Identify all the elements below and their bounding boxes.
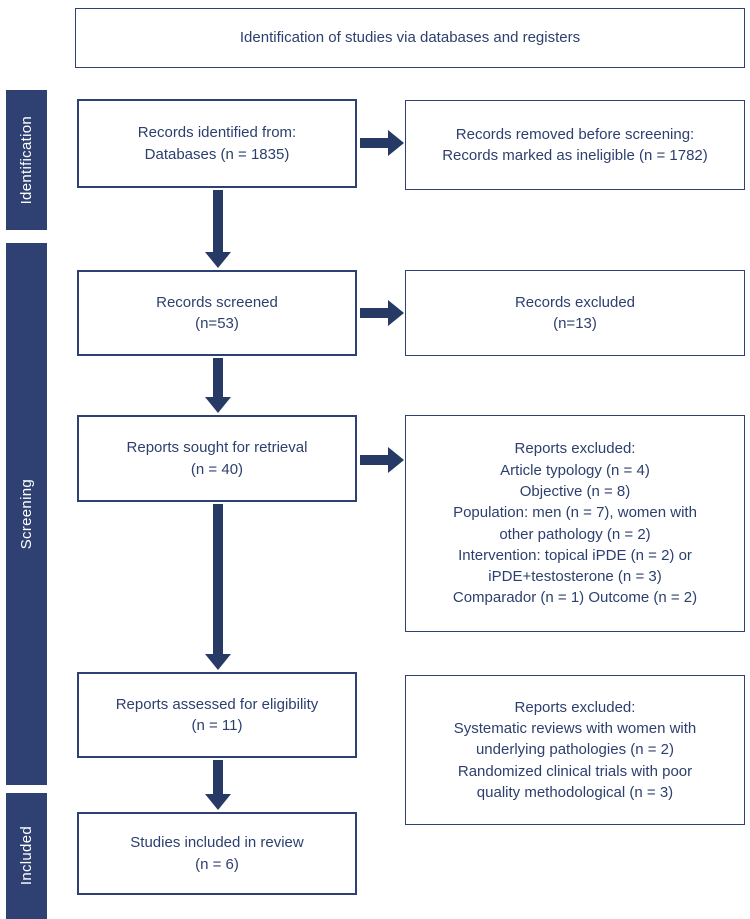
arrow-head-down-icon [205,252,231,268]
stage-bar-screening: Screening [6,243,47,785]
arrow-shaft [213,504,223,654]
box-reports-excluded-retrieval: Reports excluded: Article typology (n = … [405,415,745,632]
box-studies-included: Studies included in review (n = 6) [77,812,357,895]
arrow-head-down-icon [205,654,231,670]
box-records-screened: Records screened (n=53) [77,270,357,356]
box-records-excluded: Records excluded (n=13) [405,270,745,356]
arrow-shaft [213,190,223,252]
arrow-screened-to-excluded [360,300,404,326]
arrow-head-right-icon [388,447,404,473]
stage-label-included: Included [18,826,35,886]
arrow-identified-to-screened [205,190,231,268]
box-reports-excluded-eligibility-text: Reports excluded: Systematic reviews wit… [453,698,697,801]
box-reports-sought-text: Reports sought for retrieval (n = 40) [126,439,308,478]
arrow-shaft [360,138,388,148]
arrow-head-right-icon [388,300,404,326]
box-records-excluded-text: Records excluded (n=13) [514,293,636,332]
stage-label-identification: Identification [18,115,35,205]
arrow-shaft [360,455,388,465]
box-records-removed-text: Records removed before screening: Record… [442,125,708,164]
arrow-shaft [213,760,223,794]
box-reports-sought: Reports sought for retrieval (n = 40) [77,415,357,502]
box-records-identified: Records identified from: Databases (n = … [77,99,357,188]
box-records-removed: Records removed before screening: Record… [405,100,745,190]
arrow-shaft [213,358,223,397]
arrow-assessed-to-included [205,760,231,810]
arrow-head-right-icon [388,130,404,156]
box-reports-assessed-text: Reports assessed for eligibility (n = 11… [115,695,319,734]
box-studies-included-text: Studies included in review (n = 6) [130,834,304,873]
arrow-sought-to-reports-excluded [360,447,404,473]
arrow-identified-to-removed [360,130,404,156]
stage-bar-included: Included [6,793,47,919]
stage-bar-identification: Identification [6,90,47,230]
title-banner: Identification of studies via databases … [75,8,745,68]
title-text: Identification of studies via databases … [239,29,581,47]
stage-label-screening: Screening [18,478,35,550]
arrow-sought-to-assessed [205,504,231,670]
box-reports-excluded-retrieval-text: Reports excluded: Article typology (n = … [452,440,698,607]
arrow-screened-to-sought [205,358,231,413]
box-reports-assessed: Reports assessed for eligibility (n = 11… [77,672,357,758]
arrow-head-down-icon [205,397,231,413]
box-records-screened-text: Records screened (n=53) [156,293,278,332]
arrow-head-down-icon [205,794,231,810]
box-reports-excluded-eligibility: Reports excluded: Systematic reviews wit… [405,675,745,825]
box-records-identified-text: Records identified from: Databases (n = … [137,124,297,163]
arrow-shaft [360,308,388,318]
